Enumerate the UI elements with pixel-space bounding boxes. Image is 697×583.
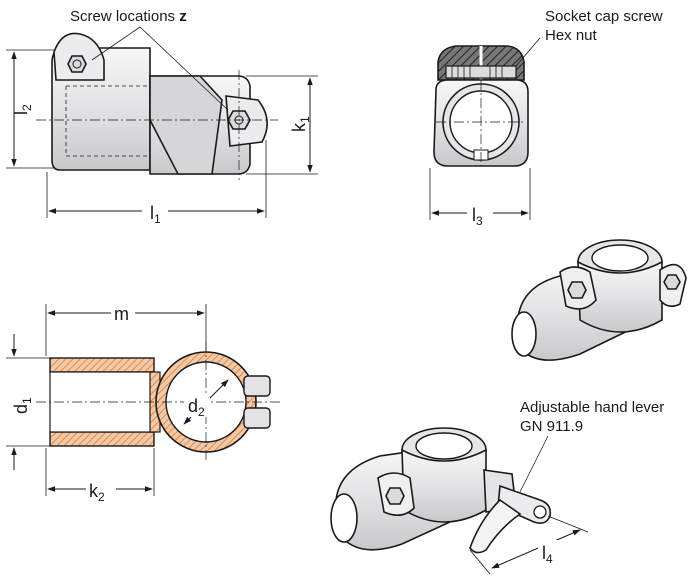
dimension-l4: l4 [469,515,589,575]
section-view: d2 [36,342,280,462]
svg-text:d1: d1 [11,397,34,414]
svg-text:d2: d2 [188,396,205,419]
screw-locations-label: Screw locations [70,8,175,25]
dimension-l3: l3 [429,168,531,228]
l1-letter: l [150,203,154,223]
svg-text:l3: l3 [472,205,483,228]
k1-letter: k [289,122,309,132]
svg-text:l2: l2 [11,104,34,115]
l4-subscript: 4 [546,552,553,566]
hand-lever-callout: Adjustable hand lever GN 911.9 [519,399,664,493]
svg-text:k2: k2 [89,481,105,504]
hand-lever-label: Adjustable hand lever [520,399,664,416]
d2-subscript: 2 [198,405,205,419]
hex-nut-label: Hex nut [545,27,598,44]
k2-letter: k [89,481,99,501]
dimension-m: m [45,302,207,356]
k1-subscript: 1 [298,116,312,123]
dimension-l2: l2 [6,49,54,169]
svg-text:Screw locations z: Screw locations z [70,8,187,25]
clamp-with-lever-3d-view [330,427,552,554]
socket-cap-screw-label: Socket cap screw [545,8,663,25]
d2-letter: d [188,396,198,416]
d1-letter: d [11,404,31,414]
l2-letter: l [11,111,31,115]
l1-subscript: 1 [154,212,161,226]
l3-subscript: 3 [476,214,483,228]
front-view [36,32,278,180]
screw-locations-symbol: z [179,8,187,25]
l3-letter: l [472,205,476,225]
svg-text:k1: k1 [289,116,312,132]
svg-text:l4: l4 [542,543,553,566]
dimension-d1: d1 [6,334,50,470]
screw-locations-callout: Screw locations z [70,8,229,111]
dimension-l1: l1 [46,140,267,226]
l4-letter: l [542,543,546,563]
hand-lever-code: GN 911.9 [520,418,583,435]
side-view [433,45,529,167]
dimension-k1: k1 [246,75,318,175]
d1-subscript: 1 [20,397,34,404]
clamp-3d-view [511,239,687,361]
l2-subscript: 2 [20,104,34,111]
dimension-k2: k2 [45,448,155,504]
k2-subscript: 2 [98,490,105,504]
socket-cap-screw-callout: Socket cap screw Hex nut [515,8,663,67]
svg-text:l1: l1 [150,203,161,226]
m-letter: m [114,304,129,324]
